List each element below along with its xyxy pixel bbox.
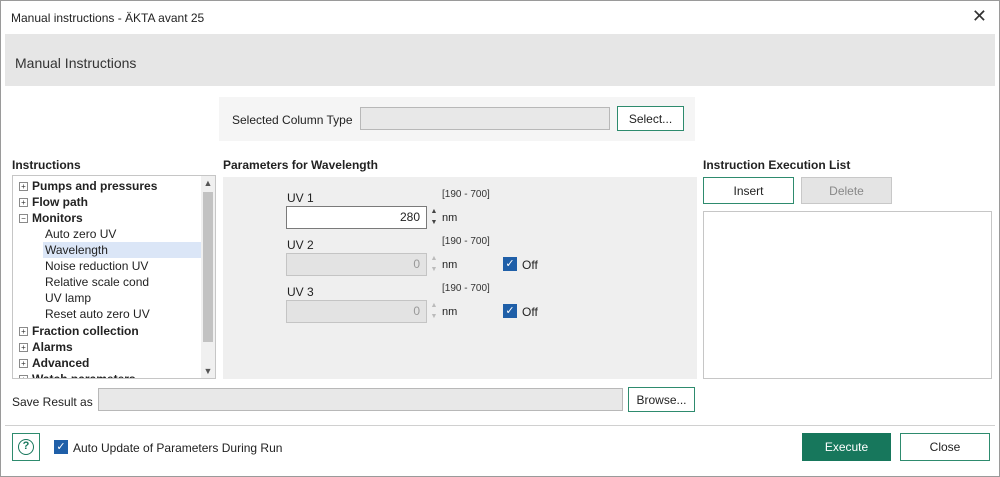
spin-down-icon[interactable]: ▼	[430, 313, 438, 320]
tree-item-reset-auto-zero-uv[interactable]: Reset auto zero UV	[45, 306, 201, 322]
tree-item-label: Auto zero UV	[45, 227, 117, 241]
tree-item-label: Wavelength	[45, 243, 108, 257]
spin-down-icon[interactable]: ▼	[430, 219, 438, 226]
expand-icon[interactable]: +	[19, 327, 28, 336]
tree-item-label: Pumps and pressures	[32, 179, 158, 193]
uv1-label: UV 1	[287, 191, 314, 205]
expand-icon[interactable]: +	[19, 182, 28, 191]
tree-item-pumps[interactable]: + Pumps and pressures	[13, 178, 201, 194]
tree-item-monitors[interactable]: − Monitors	[13, 210, 201, 226]
expand-icon[interactable]: +	[19, 375, 28, 378]
tree-item-noise-reduction-uv[interactable]: Noise reduction UV	[45, 258, 201, 274]
uv3-off-label: Off	[522, 305, 538, 319]
browse-button[interactable]: Browse...	[628, 387, 695, 412]
scrollbar-thumb[interactable]	[203, 192, 213, 342]
tree-item-alarms[interactable]: + Alarms	[13, 339, 201, 355]
title-bar: Manual instructions - ÄKTA avant 25 ✕	[1, 1, 999, 34]
parameters-heading: Parameters for Wavelength	[223, 158, 378, 172]
auto-update-checkbox[interactable]: ✓	[54, 440, 68, 454]
uv3-range: [190 - 700]	[442, 283, 490, 294]
insert-button[interactable]: Insert	[703, 177, 794, 204]
tree-item-label: Fraction collection	[32, 324, 139, 338]
tree-item-label: Watch parameters	[32, 372, 136, 379]
spin-up-icon[interactable]: ▲	[430, 302, 438, 309]
auto-update-label: Auto Update of Parameters During Run	[73, 441, 283, 455]
tree-item-wavelength[interactable]: Wavelength	[43, 242, 201, 258]
save-result-field[interactable]	[98, 388, 623, 411]
header-band: Manual Instructions	[5, 34, 995, 86]
tree-item-uv-lamp[interactable]: UV lamp	[45, 290, 201, 306]
save-result-label: Save Result as	[12, 395, 93, 409]
uv3-unit: nm	[442, 306, 458, 318]
tree-item-flow-path[interactable]: + Flow path	[13, 194, 201, 210]
tree-item-advanced[interactable]: + Advanced	[13, 355, 201, 371]
tree-item-label: Noise reduction UV	[45, 259, 149, 273]
column-type-label: Selected Column Type	[232, 113, 353, 127]
spin-up-icon[interactable]: ▲	[430, 208, 438, 215]
help-button[interactable]: ?	[12, 433, 40, 461]
collapse-icon[interactable]: −	[19, 214, 28, 223]
uv2-off-label: Off	[522, 258, 538, 272]
tree-item-auto-zero-uv[interactable]: Auto zero UV	[45, 226, 201, 242]
select-column-button[interactable]: Select...	[617, 106, 684, 131]
tree-scrollbar[interactable]: ▲ ▼	[201, 176, 215, 378]
instruction-execution-list[interactable]	[703, 211, 992, 379]
tree-item-label: Advanced	[32, 356, 90, 370]
tree-item-label: Flow path	[32, 195, 88, 209]
delete-button[interactable]: Delete	[801, 177, 892, 204]
help-icon: ?	[18, 439, 34, 455]
footer-divider	[5, 425, 995, 426]
execute-button[interactable]: Execute	[802, 433, 891, 461]
tree-item-label: Monitors	[32, 211, 83, 225]
tree-item-label: Alarms	[32, 340, 73, 354]
close-button[interactable]: Close	[900, 433, 990, 461]
uv2-unit: nm	[442, 259, 458, 271]
uv3-label: UV 3	[287, 285, 314, 299]
expand-icon[interactable]: +	[19, 343, 28, 352]
expand-icon[interactable]: +	[19, 359, 28, 368]
scroll-down-icon[interactable]: ▼	[203, 366, 213, 376]
tree-item-label: Relative scale cond	[45, 275, 150, 289]
spin-up-icon[interactable]: ▲	[430, 255, 438, 262]
uv3-stepper[interactable]: ▲ ▼	[429, 300, 439, 323]
tree-item-label: Reset auto zero UV	[45, 307, 150, 321]
spin-down-icon[interactable]: ▼	[430, 266, 438, 273]
uv1-stepper[interactable]: ▲ ▼	[429, 206, 439, 229]
window-title: Manual instructions - ÄKTA avant 25	[11, 11, 205, 25]
close-icon[interactable]: ✕	[971, 6, 987, 26]
column-type-panel: Selected Column Type Select...	[219, 97, 695, 141]
uv1-input[interactable]: 280	[286, 206, 427, 229]
execution-list-heading: Instruction Execution List	[703, 158, 851, 172]
tree-item-label: UV lamp	[45, 291, 92, 305]
uv2-input[interactable]: 0	[286, 253, 427, 276]
uv3-input[interactable]: 0	[286, 300, 427, 323]
uv3-off-checkbox[interactable]: ✓	[503, 304, 517, 318]
uv1-range: [190 - 700]	[442, 189, 490, 200]
instructions-heading: Instructions	[12, 158, 81, 172]
wavelength-parameters-panel: UV 1 [190 - 700] 280 ▲ ▼ nm UV 2 [190 - …	[223, 177, 697, 379]
uv2-stepper[interactable]: ▲ ▼	[429, 253, 439, 276]
uv2-off-checkbox[interactable]: ✓	[503, 257, 517, 271]
tree-item-fraction-collection[interactable]: + Fraction collection	[13, 323, 201, 339]
page-title: Manual Instructions	[15, 55, 137, 71]
uv2-label: UV 2	[287, 238, 314, 252]
uv1-unit: nm	[442, 212, 458, 224]
expand-icon[interactable]: +	[19, 198, 28, 207]
instructions-tree: + Pumps and pressures + Flow path − Moni…	[12, 175, 216, 379]
tree-item-watch-parameters[interactable]: + Watch parameters	[13, 371, 201, 379]
column-type-field	[360, 107, 610, 130]
scroll-up-icon[interactable]: ▲	[203, 178, 213, 188]
uv2-range: [190 - 700]	[442, 236, 490, 247]
tree-item-relative-scale-cond[interactable]: Relative scale cond	[45, 274, 201, 290]
